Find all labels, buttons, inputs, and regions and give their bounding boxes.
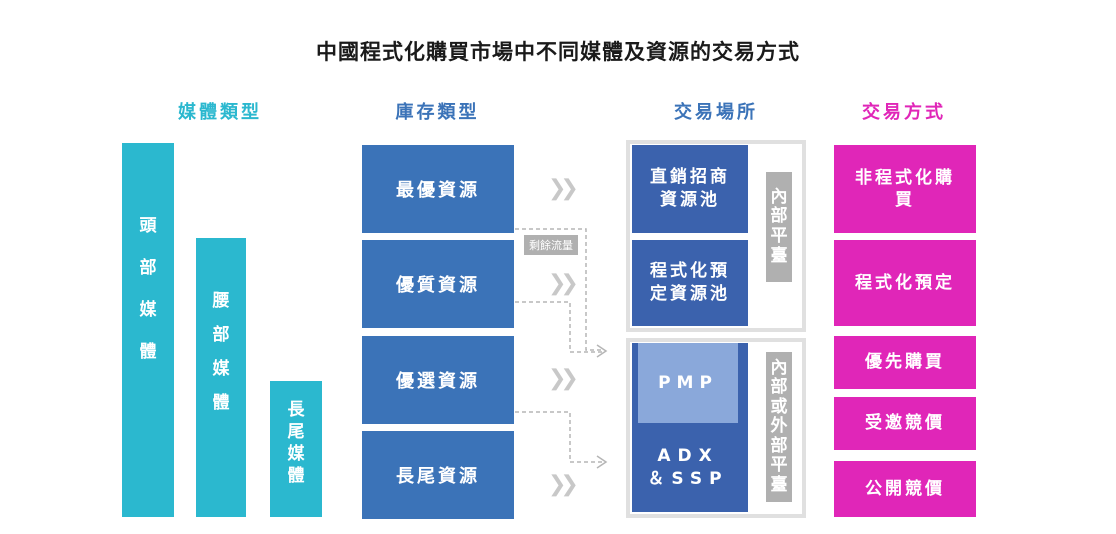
- venue-heading: 交易場所: [674, 102, 758, 123]
- vertical-char: 平: [770, 226, 788, 246]
- vertical-char: 內: [770, 357, 788, 378]
- vertical-char: 體: [287, 466, 305, 487]
- inventory-box-longtail: 長尾資源: [362, 431, 514, 519]
- internal-external-platform-tag: 內部或外部平臺: [766, 352, 792, 502]
- connector-best-to-pmp: [515, 228, 604, 351]
- vertical-char: 部: [770, 377, 788, 398]
- vertical-char: 媒: [139, 300, 157, 321]
- vertical-char: 部: [770, 206, 788, 227]
- inventory-type-heading: 庫存類型: [395, 102, 480, 123]
- vertical-char: 長: [287, 400, 305, 420]
- direct-sales-pool-label: 直銷招商資源池: [650, 167, 730, 210]
- page-title: 中國程式化購買市場中不同媒體及資源的交易方式: [316, 40, 800, 64]
- vertical-char: 臺: [770, 474, 788, 495]
- programmatic-guaranteed-pool-label: 程式化預定資源池: [650, 261, 730, 304]
- connector-quality-to-pmp: [515, 301, 604, 353]
- deal-box-private-auction: 受邀競價: [834, 397, 976, 450]
- vertical-char: 或: [770, 396, 788, 417]
- vertical-char: 外: [770, 416, 788, 437]
- vertical-char: 體: [212, 393, 230, 414]
- deal-box-programmatic-guaranteed: 程式化預定: [834, 240, 976, 326]
- venue-edge-strip: [738, 343, 748, 512]
- programmatic-guaranteed-pool-box: 程式化預定資源池: [632, 240, 748, 326]
- venue-edge-strip: [632, 343, 638, 512]
- vertical-char: 頭: [139, 216, 157, 236]
- deal-box-non-programmatic: 非程式化購買: [834, 145, 976, 233]
- media-type-heading: 媒體類型: [178, 102, 262, 123]
- vertical-char: 尾: [287, 422, 305, 443]
- longtail-media-bar: 長尾媒體: [270, 381, 322, 517]
- waist-media-bar: 腰部媒體: [196, 238, 246, 517]
- deal-label-non-programmatic: 非程式化購買: [855, 167, 955, 210]
- vertical-char: 部: [770, 435, 788, 456]
- vertical-char: 體: [139, 342, 157, 363]
- deal-type-heading: 交易方式: [862, 102, 946, 123]
- surplus-traffic-label: 剩餘流量: [524, 235, 578, 255]
- vertical-char: 內: [770, 186, 788, 207]
- arrowhead-icon: [596, 344, 608, 358]
- vertical-char: 部: [212, 325, 230, 346]
- vertical-char: 媒: [287, 444, 305, 465]
- vertical-char: 腰: [212, 291, 230, 311]
- adx-ssp-label: ADX＆SSP: [647, 445, 729, 489]
- internal-platform-tag: 內部平臺: [766, 172, 792, 282]
- connector-selected-to-adx: [515, 411, 604, 463]
- inventory-box-best: 最優資源: [362, 145, 514, 233]
- inventory-box-quality: 優質資源: [362, 240, 514, 328]
- arrowhead-icon: [596, 455, 608, 469]
- deal-box-preferred: 優先購買: [834, 336, 976, 389]
- pmp-box: PMP: [638, 343, 738, 423]
- vertical-char: 平: [770, 455, 788, 476]
- head-media-bar: 頭部媒體: [122, 143, 174, 517]
- vertical-char: 媒: [212, 359, 230, 380]
- inventory-box-selected: 優選資源: [362, 336, 514, 424]
- vertical-char: 部: [139, 258, 157, 279]
- deal-box-open-auction: 公開競價: [834, 461, 976, 517]
- vertical-char: 臺: [770, 245, 788, 266]
- adx-ssp-box: ADX＆SSP: [638, 423, 738, 512]
- direct-sales-pool-box: 直銷招商資源池: [632, 145, 748, 233]
- pmp-label: PMP: [658, 372, 718, 393]
